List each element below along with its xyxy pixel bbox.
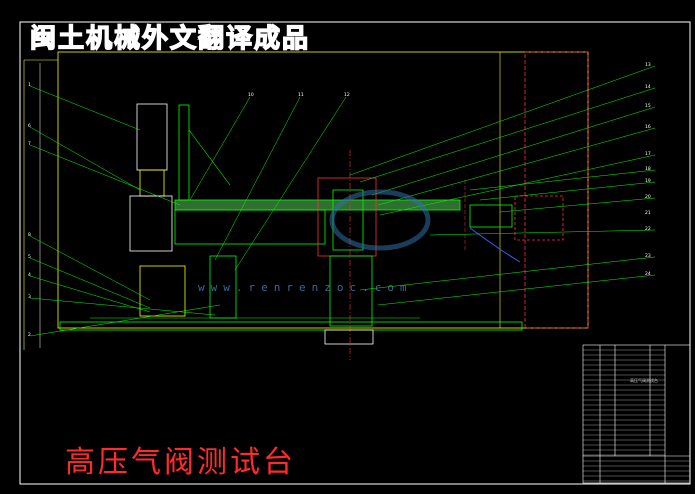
beam-lower <box>174 209 326 245</box>
valve-body <box>129 195 173 252</box>
balloon-left: 5 <box>28 254 31 260</box>
balloon-right: 15 <box>645 103 651 109</box>
balloon-top: 10 <box>248 92 254 98</box>
right-motor <box>514 195 564 241</box>
balloon-left: 3 <box>28 294 31 300</box>
balloon-top: 12 <box>344 92 350 98</box>
balloon-left: 4 <box>28 272 31 278</box>
shaft-column <box>329 255 373 327</box>
support-post <box>178 104 190 201</box>
balloon-right: 17 <box>645 151 651 157</box>
balloon-top: 11 <box>298 92 304 98</box>
balloon-right: 21 <box>645 210 651 216</box>
actuator-cylinder <box>139 169 165 197</box>
title-block <box>582 344 691 484</box>
watermark-logo <box>329 189 431 251</box>
drawing-border <box>19 21 691 485</box>
balloon-right: 24 <box>645 271 651 277</box>
balloon-right: 13 <box>645 62 651 68</box>
leaders-right <box>349 65 656 306</box>
title-block-rows <box>583 349 690 482</box>
cabinet-outline <box>524 51 589 329</box>
drawing-title: 高压气阀测试台 <box>65 445 296 480</box>
balloon-right: 22 <box>645 226 651 232</box>
balloon-right: 19 <box>645 178 651 184</box>
base-plate <box>59 321 523 331</box>
bracket-diagonal <box>188 129 231 186</box>
balloon-left: 2 <box>28 332 31 338</box>
balloon-right: 16 <box>645 124 651 130</box>
fixture-block <box>139 265 186 317</box>
balloon-left: 6 <box>28 123 31 129</box>
balloon-right: 20 <box>645 194 651 200</box>
watermark-title: 闽土机械外文翻译成品 <box>29 23 311 54</box>
fixture-bracket <box>209 255 237 319</box>
leaders-left <box>29 85 221 337</box>
actuator-head <box>136 103 168 171</box>
balloon-left: 8 <box>28 232 31 238</box>
shaft-foot <box>324 329 374 345</box>
leaders-top <box>189 96 347 271</box>
balloon-left: 7 <box>28 141 31 147</box>
title-block-name: 高压气阀测试台 <box>630 378 658 383</box>
right-valve <box>469 204 513 228</box>
balloon-right: 18 <box>645 166 651 172</box>
balloon-left: 1 <box>28 82 31 88</box>
hose-line <box>469 227 521 263</box>
watermark-url: www.renrenzoc.com <box>198 281 413 294</box>
balloon-right: 14 <box>645 84 651 90</box>
balloon-right: 23 <box>645 253 651 259</box>
